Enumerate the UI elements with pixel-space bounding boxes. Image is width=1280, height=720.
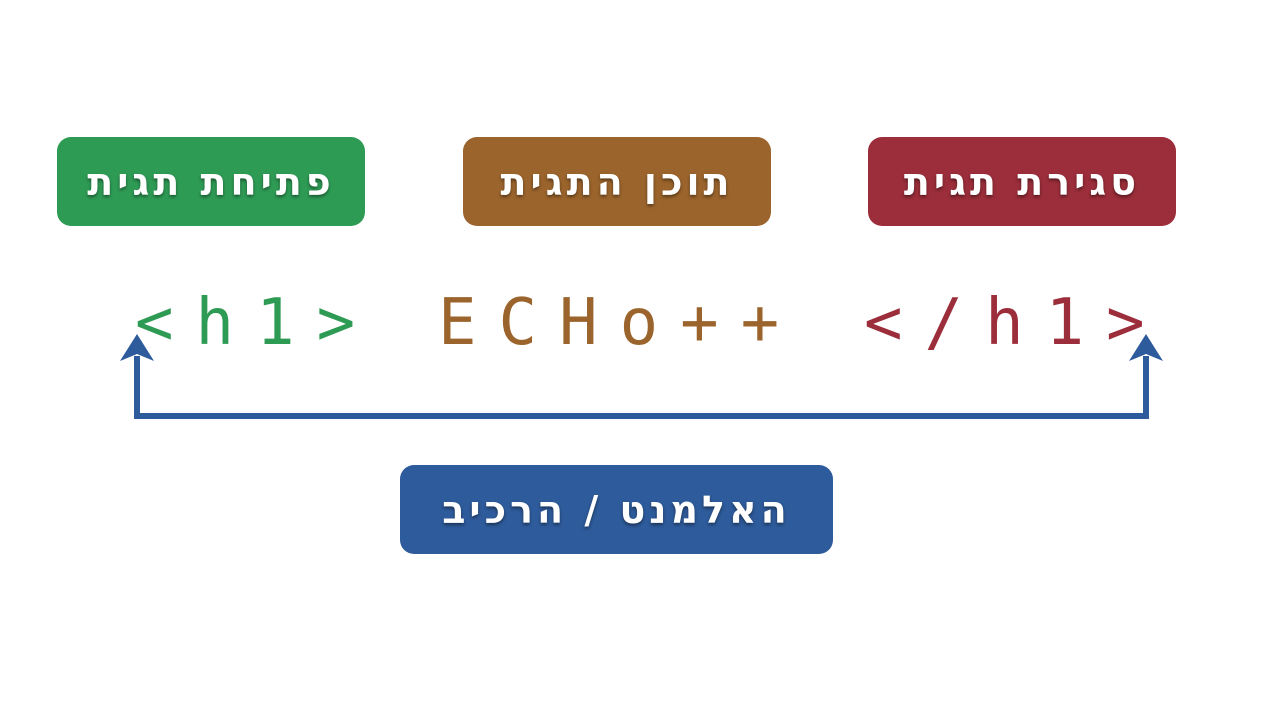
- opening-tag-label: פתיחת תגית: [57, 137, 365, 226]
- code-opening-tag: <h1>: [135, 286, 378, 360]
- closing-tag-label: סגירת תגית: [868, 137, 1176, 226]
- element-label-text: האלמנט / הרכיב: [442, 487, 791, 532]
- element-label: האלמנט / הרכיב: [400, 465, 833, 554]
- closing-tag-label-text: סגירת תגית: [903, 159, 1141, 204]
- code-closing-tag: </h1>: [864, 286, 1167, 360]
- tag-content-label: תוכן התגית: [463, 137, 771, 226]
- tag-content-label-text: תוכן התגית: [500, 159, 734, 204]
- opening-tag-label-text: פתיחת תגית: [87, 159, 335, 204]
- bracket-line: [134, 356, 1149, 419]
- code-content: ECHo++: [438, 286, 802, 360]
